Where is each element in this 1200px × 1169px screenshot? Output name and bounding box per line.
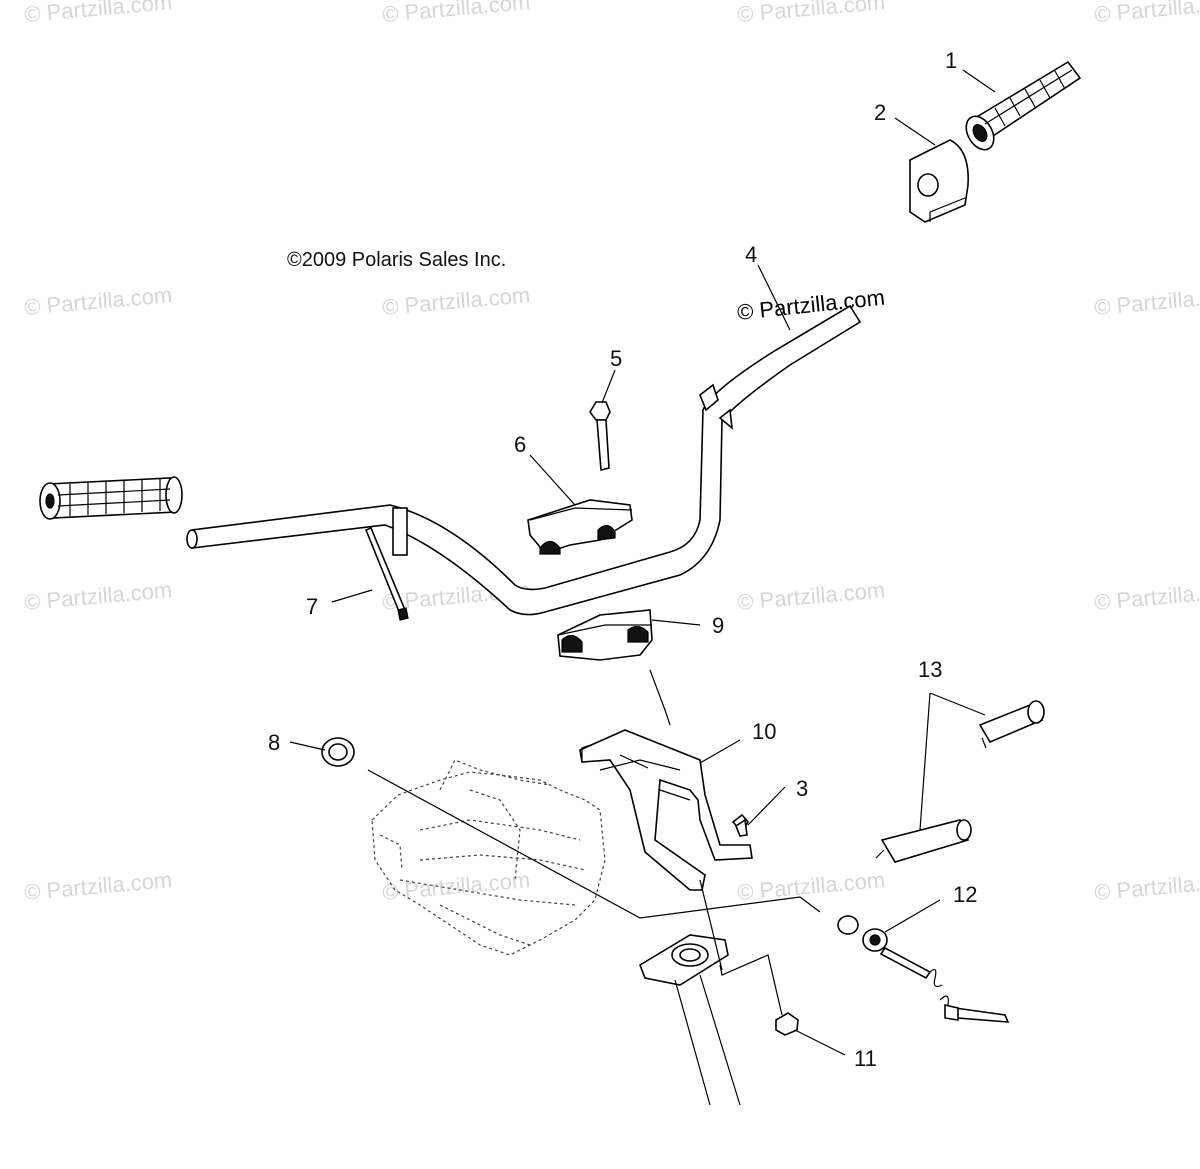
watermark: © Partzilla.com	[23, 577, 173, 615]
part-3-screw	[731, 813, 749, 837]
watermark: © Partzilla.com	[23, 867, 173, 905]
fender-housing	[371, 759, 606, 956]
watermark: © Partzilla.com	[381, 867, 531, 905]
watermark: © Partzilla.com	[1093, 577, 1200, 615]
watermark: © Partzilla.com	[1093, 0, 1200, 27]
copyright-text: ©2009 Polaris Sales Inc.	[287, 249, 506, 271]
part-5-bolt	[589, 401, 611, 472]
callout-5: 5	[610, 346, 622, 371]
callout-1: 1	[945, 48, 957, 73]
watermark: © Partzilla.com	[736, 867, 886, 905]
main-watermark: © Partzilla.com	[736, 285, 886, 325]
part-2-housing	[909, 139, 969, 223]
callout-7: 7	[306, 594, 318, 619]
part-4-handlebar	[186, 304, 862, 616]
leader-lines	[289, 69, 996, 1056]
watermark: © Partzilla.com	[1093, 282, 1200, 320]
callout-12: 12	[953, 882, 977, 907]
callout-13: 13	[918, 657, 942, 682]
watermark: © Partzilla.com	[23, 0, 173, 27]
watermark: © Partzilla.com	[381, 0, 531, 27]
part-10-bracket	[579, 729, 753, 891]
left-grip	[39, 476, 183, 520]
callout-6: 6	[514, 432, 526, 457]
callout-9: 9	[712, 613, 724, 638]
part-7-strap	[364, 526, 409, 621]
part-11-nut	[775, 1012, 799, 1036]
callout-3: 3	[796, 776, 808, 801]
callouts: 1 2 4 5 6 7 9 13 8 10 3 12 11	[268, 48, 977, 1071]
watermark: © Partzilla.com	[23, 282, 173, 320]
callout-8: 8	[268, 730, 280, 755]
callout-2: 2	[874, 100, 886, 125]
part-9-lower-clamp	[557, 609, 653, 661]
part-6-upper-clamp	[527, 499, 633, 555]
watermark: © Partzilla.com	[381, 282, 531, 320]
watermark: © Partzilla.com	[736, 577, 886, 615]
part-13-bulbs	[875, 700, 1045, 863]
callout-11: 11	[854, 1046, 877, 1071]
steering-column	[639, 669, 741, 1106]
watermark: © Partzilla.com	[736, 0, 886, 27]
part-12-cable	[837, 915, 1010, 1023]
watermark-layer: © Partzilla.com © Partzilla.com © Partzi…	[23, 0, 1200, 905]
part-8-grommet	[321, 737, 355, 767]
part-1-right-grip	[965, 60, 1082, 151]
callout-10: 10	[752, 719, 776, 744]
watermark: © Partzilla.com	[1093, 867, 1200, 905]
callout-4: 4	[745, 242, 757, 267]
